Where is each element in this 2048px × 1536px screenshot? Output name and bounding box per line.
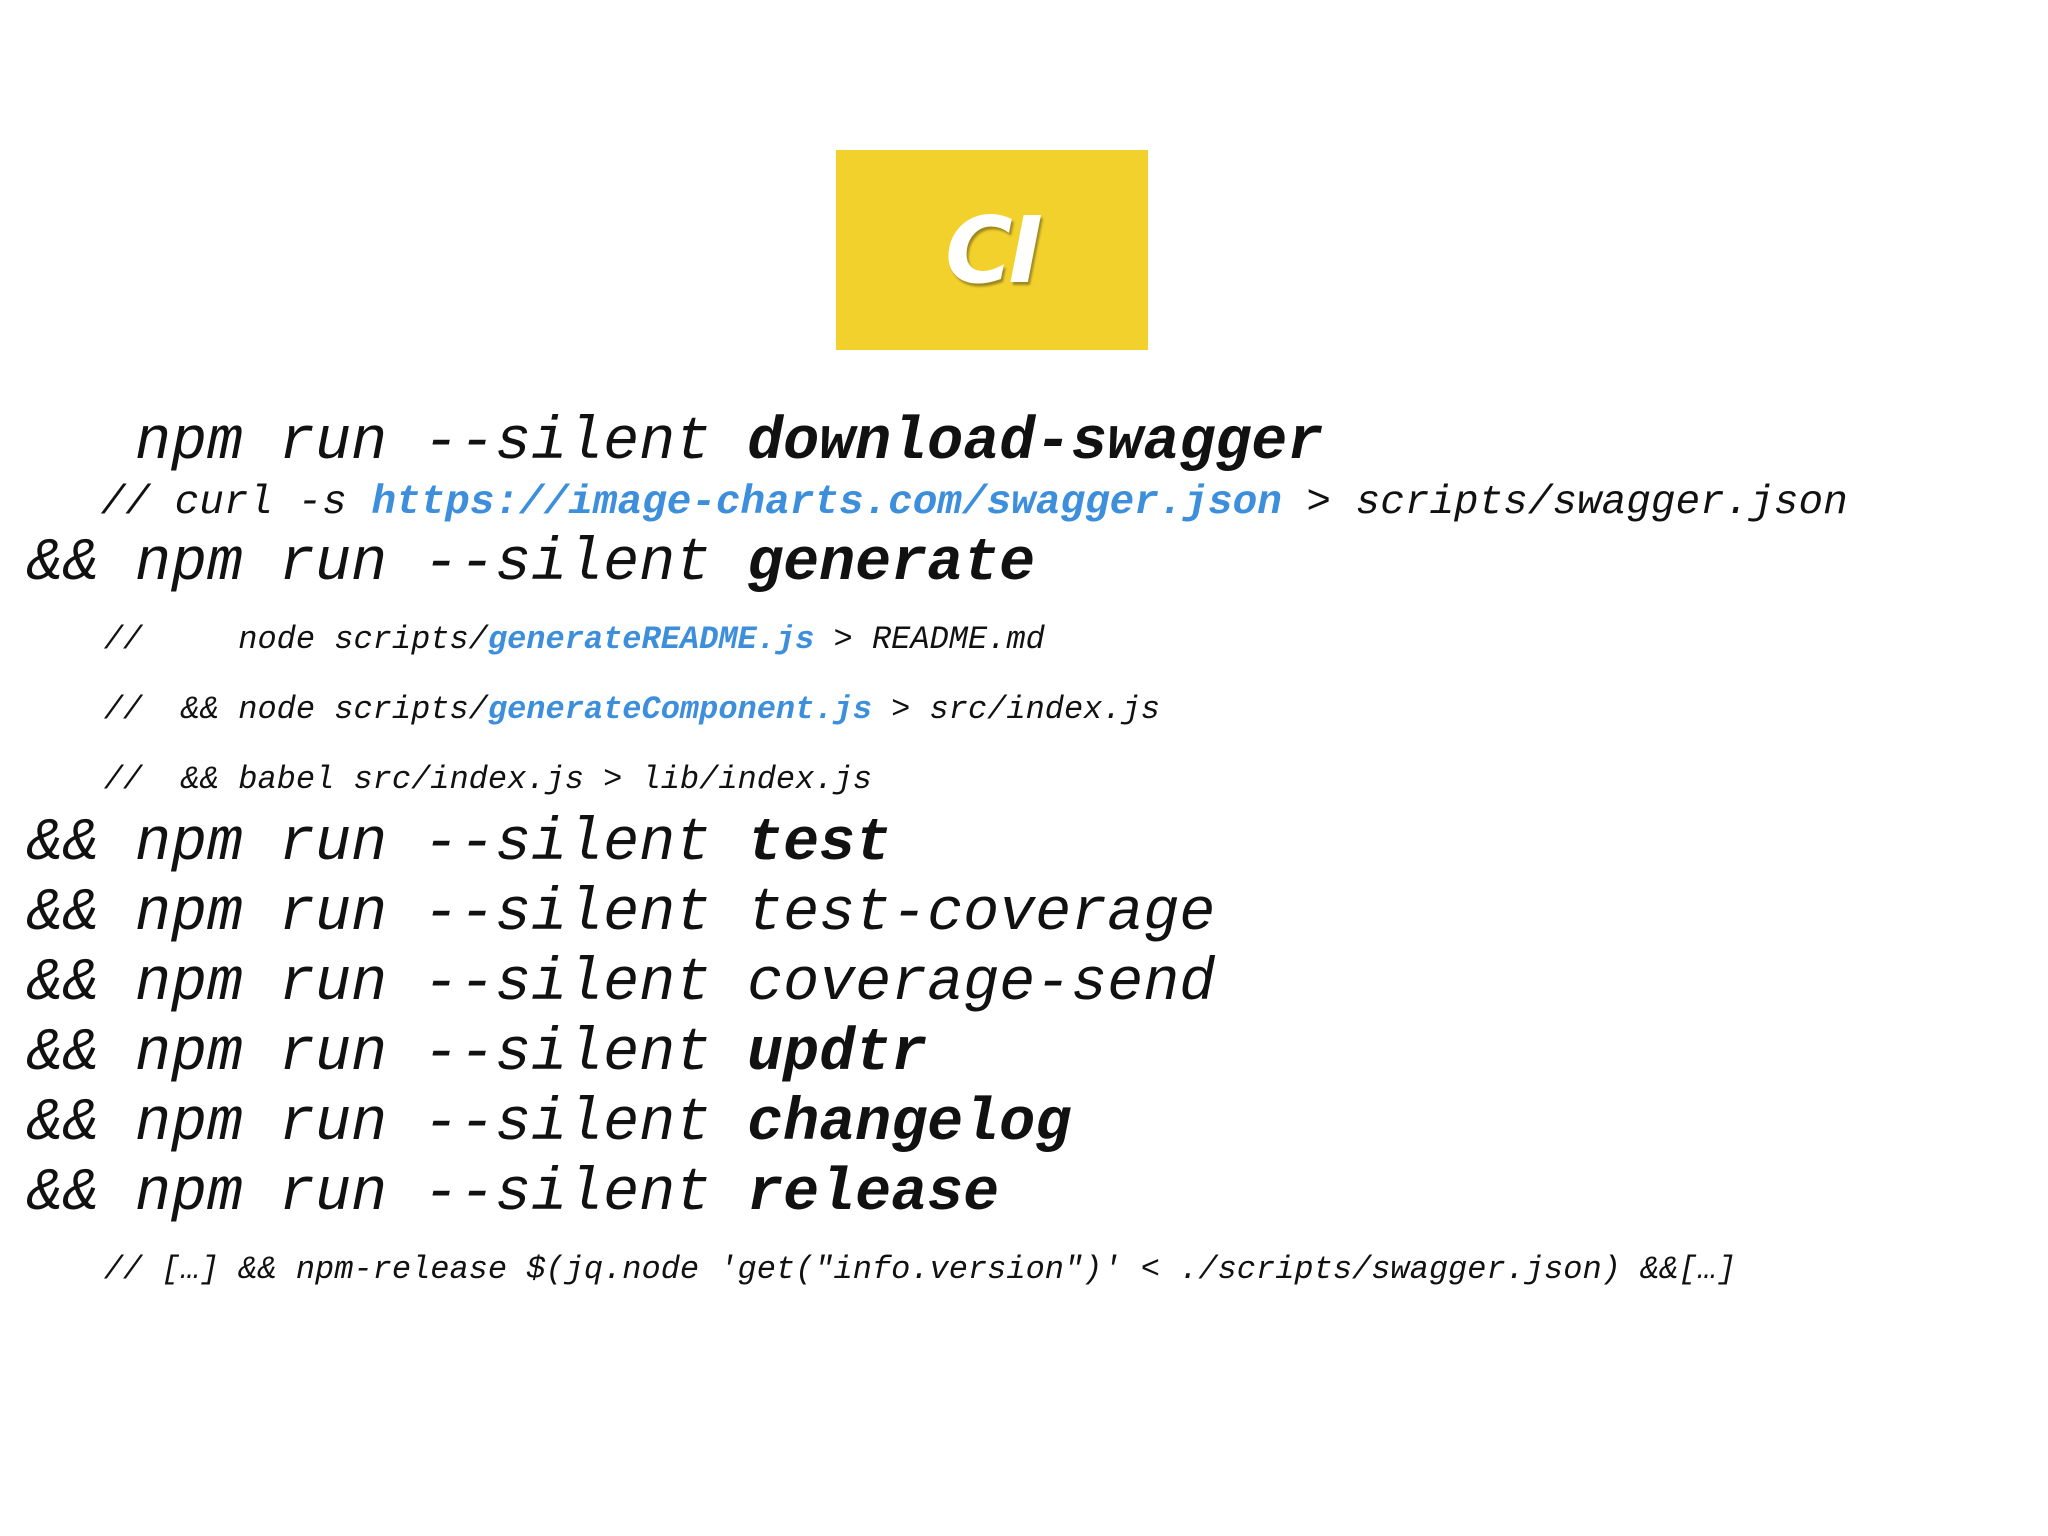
- ci-badge: CI: [836, 150, 1148, 350]
- command-name: release: [747, 1160, 1000, 1228]
- comment-line-babel: // && babel src/index.js > lib/index.js: [27, 761, 872, 798]
- command-line-test: && npm run --silent test: [27, 809, 891, 879]
- command-prefix: && npm run --silent: [27, 1020, 748, 1088]
- command-name: download-swagger: [747, 409, 1324, 477]
- command-line-changelog: && npm run --silent changelog: [27, 1089, 1071, 1159]
- command-line-release: && npm run --silent release: [27, 1159, 999, 1229]
- command-prefix: && npm run --silent: [27, 950, 748, 1018]
- command-line-test-coverage: && npm run --silent test-coverage: [27, 879, 1215, 949]
- comment-line-curl: // curl -s https://image-charts.com/swag…: [27, 478, 1848, 528]
- comment-line-npm-release: // […] && npm-release $(jq.node 'get("in…: [27, 1251, 1737, 1288]
- command-name: changelog: [747, 1090, 1072, 1158]
- comment-prefix: // && node scripts/: [27, 691, 488, 728]
- command-prefix: && npm run --silent: [27, 880, 748, 948]
- command-prefix: npm run --silent: [27, 409, 748, 477]
- comment-suffix: > README.md: [814, 621, 1045, 658]
- command-prefix: && npm run --silent: [27, 1090, 748, 1158]
- swagger-url-link[interactable]: https://image-charts.com/swagger.json: [371, 480, 1282, 526]
- command-name: test: [747, 810, 892, 878]
- command-name: test-coverage: [747, 880, 1216, 948]
- command-line-generate: && npm run --silent generate: [27, 529, 1035, 599]
- command-line-coverage-send: && npm run --silent coverage-send: [27, 949, 1215, 1019]
- generate-readme-link[interactable]: generateREADME.js: [487, 621, 815, 658]
- command-prefix: && npm run --silent: [27, 810, 748, 878]
- comment-suffix: > src/index.js: [871, 691, 1160, 728]
- command-name: generate: [747, 530, 1036, 598]
- comment-suffix: > scripts/swagger.json: [1281, 480, 1848, 526]
- command-prefix: && npm run --silent: [27, 1160, 748, 1228]
- command-line-download-swagger: npm run --silent download-swagger: [27, 408, 1323, 478]
- generate-component-link[interactable]: generateComponent.js: [487, 691, 872, 728]
- ci-badge-label: CI: [945, 196, 1043, 304]
- command-line-updtr: && npm run --silent updtr: [27, 1019, 927, 1089]
- command-name: updtr: [747, 1020, 928, 1088]
- comment-prefix: // curl -s: [27, 480, 372, 526]
- comment-line-generate-readme: // node scripts/generateREADME.js > READ…: [27, 620, 1045, 660]
- command-prefix: && npm run --silent: [27, 530, 748, 598]
- comment-line-generate-component: // && node scripts/generateComponent.js …: [27, 690, 1160, 730]
- comment-prefix: // node scripts/: [27, 621, 488, 658]
- command-name: coverage-send: [747, 950, 1216, 1018]
